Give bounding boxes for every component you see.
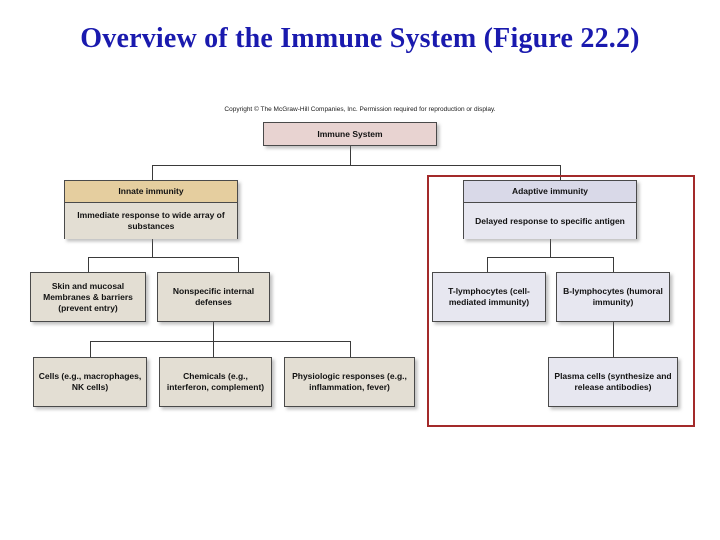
node-t-lymphocytes-label: T-lymphocytes (cell-mediated immunity) (448, 286, 530, 307)
connector-adaptive-stem (550, 239, 551, 257)
node-adaptive-immunity[interactable]: Adaptive immunity Delayed response to sp… (463, 180, 637, 239)
connector-nonspecific-split (90, 341, 350, 342)
connector-innate-split (88, 257, 238, 258)
node-immune-system[interactable]: Immune System (263, 122, 437, 146)
connector-root-split (152, 165, 561, 166)
connector-nonspecific-to-chemicals (213, 341, 214, 357)
connector-innate-to-nonspecific (238, 257, 239, 272)
node-t-lymphocytes[interactable]: T-lymphocytes (cell-mediated immunity) (432, 272, 546, 322)
node-plasma-cells-label: Plasma cells (synthesize and release ant… (554, 371, 672, 392)
connector-adaptive-to-bcell (613, 257, 614, 272)
node-b-lymphocytes[interactable]: B-lymphocytes (humoral immunity) (556, 272, 670, 322)
node-adaptive-immunity-body: Delayed response to specific antigen (464, 203, 636, 239)
node-nonspecific-internal-defenses-label: Nonspecific internal defenses (172, 286, 255, 307)
connector-root-to-innate (152, 165, 153, 180)
page-title: Overview of the Immune System (Figure 22… (80, 23, 640, 54)
node-nonspecific-internal-defenses[interactable]: Nonspecific internal defenses (157, 272, 270, 322)
node-chemicals[interactable]: Chemicals (e.g., interferon, complement) (159, 357, 272, 407)
node-innate-immunity-header: Innate immunity (65, 181, 237, 203)
node-adaptive-immunity-header: Adaptive immunity (464, 181, 636, 203)
node-chemicals-label: Chemicals (e.g., interferon, complement) (166, 371, 265, 392)
copyright-notice: Copyright © The McGraw-Hill Companies, I… (224, 106, 496, 113)
connector-adaptive-split (487, 257, 613, 258)
adaptive-immunity-highlight (427, 175, 695, 427)
node-cells[interactable]: Cells (e.g., macrophages, NK cells) (33, 357, 147, 407)
connector-innate-stem (152, 239, 153, 257)
connector-bcell-to-plasma (613, 322, 614, 357)
connector-nonspecific-stem (213, 322, 214, 341)
node-b-lymphocytes-label: B-lymphocytes (humoral immunity) (563, 286, 663, 307)
node-innate-immunity-body: Immediate response to wide array of subs… (65, 203, 237, 239)
node-skin-and-mucosal-membranes[interactable]: Skin and mucosal Membranes & barriers (p… (30, 272, 146, 322)
node-plasma-cells[interactable]: Plasma cells (synthesize and release ant… (548, 357, 678, 407)
connector-nonspecific-to-physiologic (350, 341, 351, 357)
node-innate-immunity[interactable]: Innate immunity Immediate response to wi… (64, 180, 238, 239)
connector-innate-to-skin (88, 257, 89, 272)
node-physiologic-responses[interactable]: Physiologic responses (e.g., inflammatio… (284, 357, 415, 407)
node-physiologic-responses-label: Physiologic responses (e.g., inflammatio… (292, 371, 407, 392)
node-cells-label: Cells (e.g., macrophages, NK cells) (38, 371, 142, 392)
node-immune-system-label: Immune System (317, 128, 383, 139)
connector-root-to-adaptive (560, 165, 561, 180)
connector-adaptive-to-tcell (487, 257, 488, 272)
connector-nonspecific-to-cells (90, 341, 91, 357)
connector-root-stem (350, 146, 351, 165)
node-skin-and-mucosal-membranes-label: Skin and mucosal Membranes & barriers (p… (43, 280, 133, 313)
